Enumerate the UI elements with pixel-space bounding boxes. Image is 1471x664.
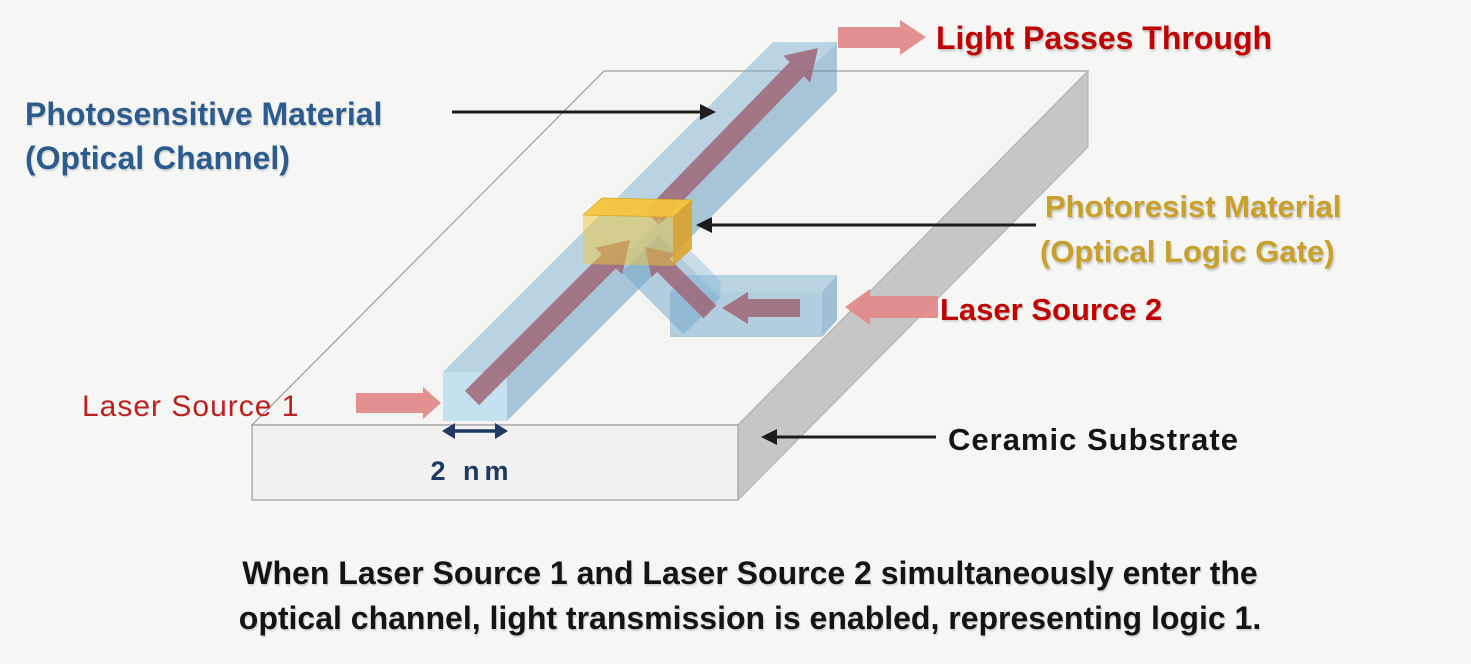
caption-line2: optical channel, light transmission is e… <box>239 600 1261 636</box>
laser2-input-arrow-icon <box>845 289 938 325</box>
stub-end-face <box>822 275 837 337</box>
photoresist-label-line1: Photoresist Material <box>1045 189 1341 224</box>
substrate-front-face <box>251 424 739 501</box>
laser-source-2-label: Laser Source 2 <box>940 292 1162 327</box>
photoresist-pointer-head-icon <box>696 217 712 233</box>
photoresist-label-line2: (Optical Logic Gate) <box>1040 234 1335 269</box>
photoresist-pointer <box>696 217 1036 233</box>
ceramic-substrate-label: Ceramic Substrate <box>948 422 1239 457</box>
ceramic-pointer-head-icon <box>761 429 777 445</box>
channel-width-label: 2 nm <box>430 456 513 486</box>
stub-top-face <box>670 275 837 292</box>
light-passes-through-label: Light Passes Through <box>936 20 1272 56</box>
ceramic-pointer <box>761 429 936 445</box>
laser-source-1-label: Laser Source 1 <box>82 390 299 423</box>
caption-line1: When Laser Source 1 and Laser Source 2 s… <box>242 555 1257 591</box>
gate-box-top-face <box>581 197 694 218</box>
photosensitive-pointer-head-icon <box>700 104 716 120</box>
photosensitive-pointer <box>452 104 716 120</box>
laser1-beam-arrow <box>464 240 630 406</box>
dimension-left-arrowhead-icon <box>442 423 455 439</box>
photosensitive-label-line1: Photosensitive Material <box>25 96 382 132</box>
channel-width-dimension: 2 nm <box>430 423 513 486</box>
dimension-right-arrowhead-icon <box>495 423 508 439</box>
photoresist-gate-box <box>581 197 694 266</box>
photosensitive-label-line2: (Optical Channel) <box>25 140 290 176</box>
light-output-arrow-icon <box>838 20 926 55</box>
laser1-input-arrow-icon <box>356 387 441 419</box>
gate-box-front-face <box>583 215 673 266</box>
laser2-beam-arrow <box>722 292 800 324</box>
output-beam-arrow <box>644 48 818 226</box>
gate-box-side-face <box>673 200 692 266</box>
